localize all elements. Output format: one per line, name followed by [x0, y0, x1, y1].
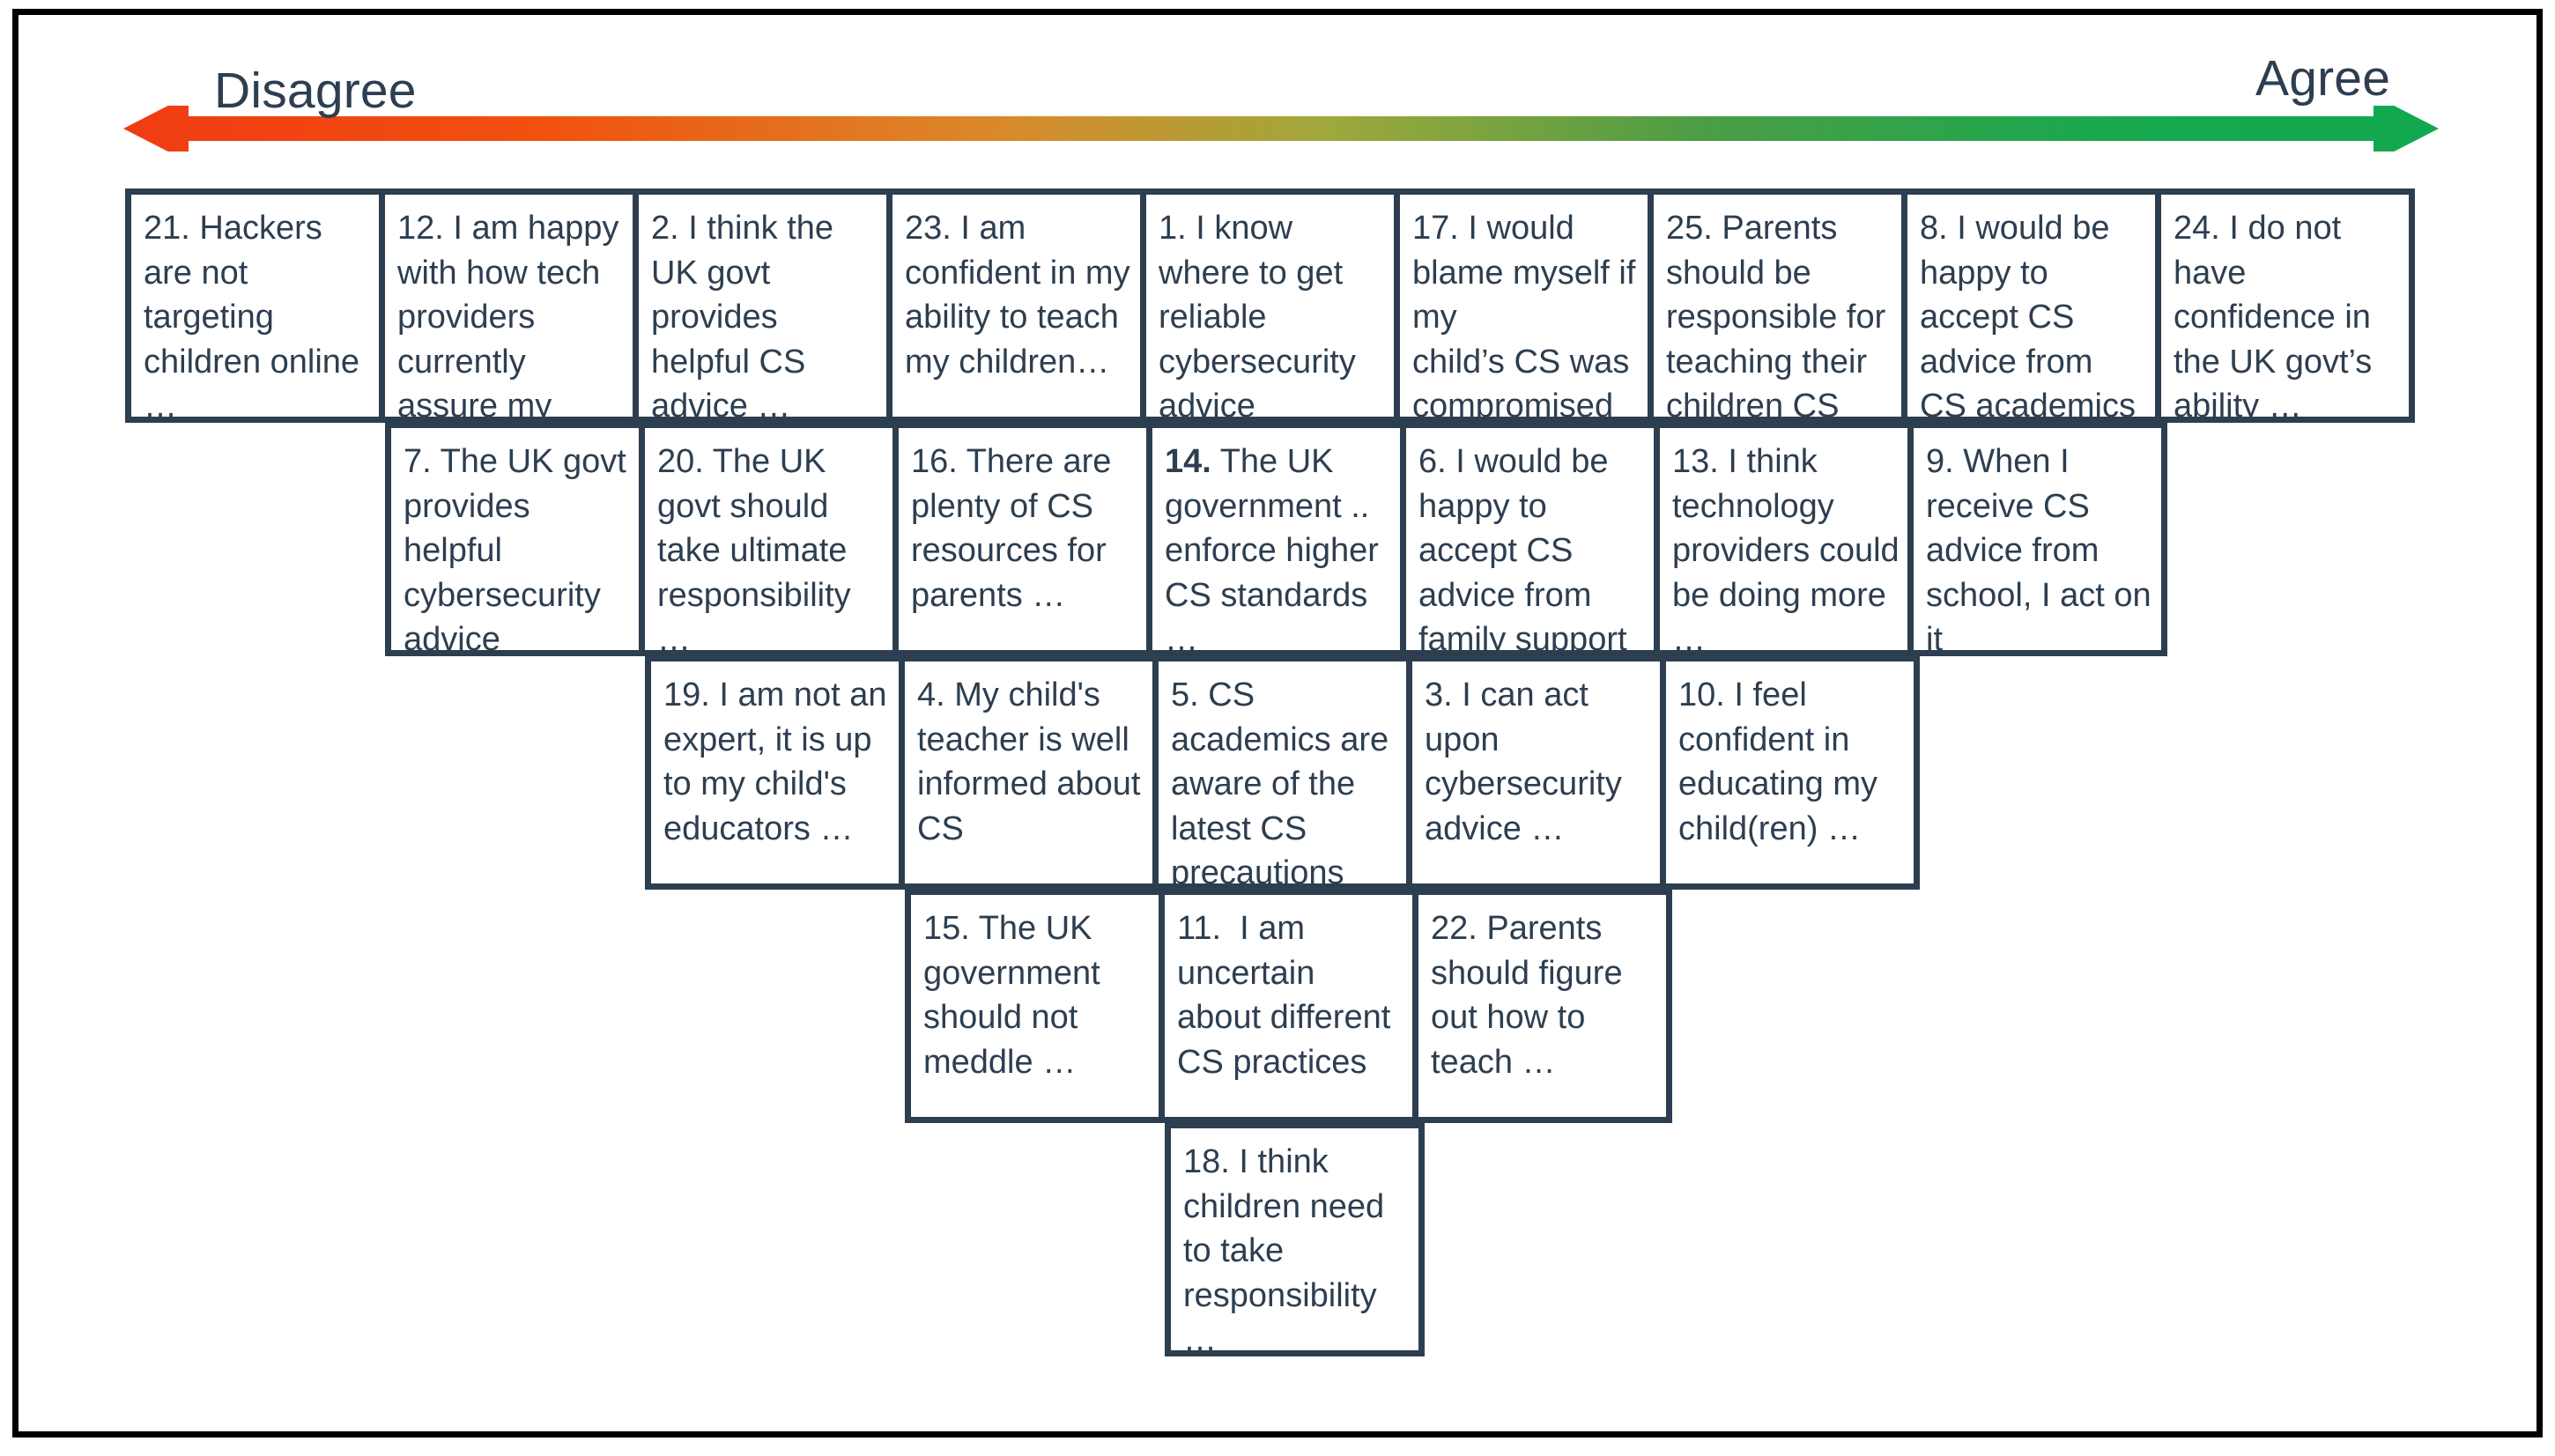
outer-frame-border: [12, 9, 2543, 1438]
q-sort-card-text: 17. I would blame myself if my child’s C…: [1412, 210, 1636, 423]
q-sort-card-24[interactable]: 24. I do not have confidence in the UK g…: [2155, 188, 2415, 423]
q-sort-card-9[interactable]: 9. When I receive CS advice from school,…: [1907, 422, 2167, 656]
q-sort-card-13[interactable]: 13. I think technology providers could b…: [1654, 422, 1914, 656]
q-sort-card-17[interactable]: 17. I would blame myself if my child’s C…: [1394, 188, 1654, 423]
q-sort-card-22[interactable]: 22. Parents should figure out how to tea…: [1412, 889, 1672, 1123]
q-sort-card-text: 3. I can act upon cybersecurity advice …: [1425, 676, 1632, 847]
q-sort-card-25[interactable]: 25. Parents should be responsible for te…: [1648, 188, 1907, 423]
q-sort-card-text: 7. The UK govt provides helpful cybersec…: [404, 443, 636, 656]
q-sort-card-text: 4. My child's teacher is well informed a…: [917, 676, 1151, 847]
q-sort-card-text: 5. CS academics are aware of the latest …: [1171, 676, 1398, 890]
q-sort-card-10[interactable]: 10. I feel confident in educating my chi…: [1660, 655, 1920, 890]
q-sort-card-6[interactable]: 6. I would be happy to accept CS advice …: [1400, 422, 1660, 656]
q-sort-card-text: 20. The UK govt should take ultimate res…: [657, 443, 861, 656]
q-sort-card-text: 24. I do not have confidence in the UK g…: [2174, 210, 2381, 423]
q-sort-row-4: 15. The UK government should not meddle …: [905, 889, 1672, 1123]
axis-label-disagree: Disagree: [214, 63, 417, 119]
q-sort-card-4[interactable]: 4. My child's teacher is well informed a…: [899, 655, 1159, 890]
q-sort-row-1: 21. Hackers are not targeting children o…: [125, 188, 2415, 423]
q-sort-card-text: 8. I would be happy to accept CS advice …: [1920, 210, 2136, 423]
q-sort-card-12[interactable]: 12. I am happy with how tech providers c…: [379, 188, 639, 423]
q-sort-card-text: 11. I am uncertain about different CS pr…: [1177, 910, 1400, 1081]
q-sort-card-19[interactable]: 19. I am not an expert, it is up to my c…: [645, 655, 905, 890]
q-sort-card-text: 16. There are plenty of CS resources for…: [911, 443, 1122, 614]
q-sort-card-5[interactable]: 5. CS academics are aware of the latest …: [1152, 655, 1412, 890]
q-sort-card-text: 23. I am confident in my ability to teac…: [905, 210, 1140, 381]
q-sort-grid: 21. Hackers are not targeting children o…: [125, 188, 2469, 1369]
q-sort-card-text: 18. I think children need to take respon…: [1183, 1143, 1394, 1356]
q-sort-row-2: 7. The UK govt provides helpful cybersec…: [385, 422, 2167, 656]
q-sort-card-text: 9. When I receive CS advice from school,…: [1926, 443, 2161, 656]
q-sort-card-text: 15. The UK government should not meddle …: [923, 910, 1110, 1081]
q-sort-card-7[interactable]: 7. The UK govt provides helpful cybersec…: [385, 422, 645, 656]
q-sort-card-2[interactable]: 2. I think the UK govt provides helpful …: [633, 188, 892, 423]
q-sort-card-3[interactable]: 3. I can act upon cybersecurity advice …: [1406, 655, 1666, 890]
q-sort-card-1[interactable]: 1. I know where to get reliable cybersec…: [1140, 188, 1400, 423]
q-sort-card-text: 25. Parents should be responsible for te…: [1666, 210, 1895, 423]
axis-label-agree: Agree: [2255, 50, 2391, 107]
q-sort-row-3: 19. I am not an expert, it is up to my c…: [645, 655, 1920, 890]
q-sort-card-text: 22. Parents should figure out how to tea…: [1431, 910, 1633, 1081]
q-sort-card-text: 19. I am not an expert, it is up to my c…: [663, 676, 897, 847]
q-sort-card-text: 12. I am happy with how tech providers c…: [397, 210, 619, 423]
q-sort-card-text: 1. I know where to get reliable cybersec…: [1159, 210, 1366, 423]
q-sort-card-text: 2. I think the UK govt provides helpful …: [651, 210, 843, 423]
q-sort-card-8[interactable]: 8. I would be happy to accept CS advice …: [1901, 188, 2161, 423]
q-sort-card-15[interactable]: 15. The UK government should not meddle …: [905, 889, 1165, 1123]
agreement-scale-arrow: [123, 106, 2439, 152]
q-sort-card-16[interactable]: 16. There are plenty of CS resources for…: [892, 422, 1152, 656]
q-sort-card-11[interactable]: 11. I am uncertain about different CS pr…: [1159, 889, 1418, 1123]
q-sort-card-text: The UK government .. enforce higher CS s…: [1165, 443, 1389, 656]
q-sort-card-text: 6. I would be happy to accept CS advice …: [1418, 443, 1627, 656]
q-sort-card-21[interactable]: 21. Hackers are not targeting children o…: [125, 188, 385, 423]
q-sort-card-18[interactable]: 18. I think children need to take respon…: [1165, 1122, 1425, 1356]
q-sort-card-23[interactable]: 23. I am confident in my ability to teac…: [886, 188, 1146, 423]
q-sort-card-text: 13. I think technology providers could b…: [1672, 443, 1909, 656]
q-sort-card-text: 21. Hackers are not targeting children o…: [144, 210, 369, 423]
q-sort-card-20[interactable]: 20. The UK govt should take ultimate res…: [639, 422, 899, 656]
q-sort-card-text: 10. I feel confident in educating my chi…: [1678, 676, 1887, 847]
q-sort-row-5: 18. I think children need to take respon…: [1165, 1122, 1425, 1356]
q-sort-card-number: 14.: [1165, 443, 1211, 480]
q-sort-card-14[interactable]: 14. The UK government .. enforce higher …: [1146, 422, 1406, 656]
